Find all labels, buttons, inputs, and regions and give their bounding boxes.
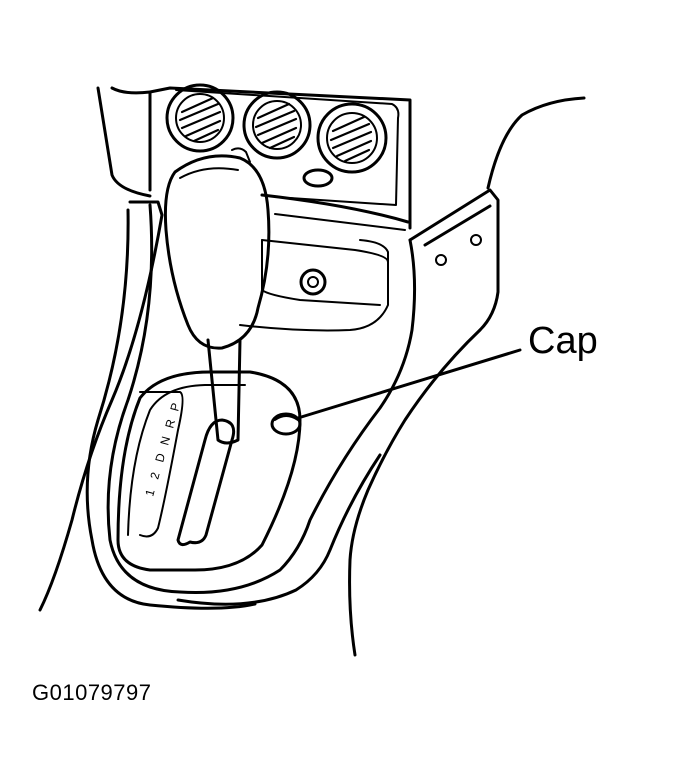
gear-letter-1: 1 xyxy=(142,487,157,497)
callout-leader-line xyxy=(296,348,522,420)
gear-letter-n: N xyxy=(157,435,173,447)
vent-right xyxy=(316,102,388,174)
cap xyxy=(270,412,302,436)
shift-lever xyxy=(163,147,271,445)
gear-letter-2: 2 xyxy=(147,470,162,480)
console-side-panel xyxy=(348,96,586,657)
lock-screw xyxy=(299,268,327,296)
vent-left xyxy=(165,83,235,153)
shift-knob xyxy=(163,154,271,350)
center-console xyxy=(38,200,417,612)
vent-center xyxy=(242,90,312,160)
figure-id: G01079797 xyxy=(32,680,152,705)
gear-letter-r: R xyxy=(162,417,178,429)
gear-letter-d: D xyxy=(152,451,168,463)
hazard-button xyxy=(302,168,334,188)
gear-letter-p: P xyxy=(167,401,183,412)
vent-panel xyxy=(96,83,412,231)
cap-callout-label: Cap xyxy=(528,320,598,362)
